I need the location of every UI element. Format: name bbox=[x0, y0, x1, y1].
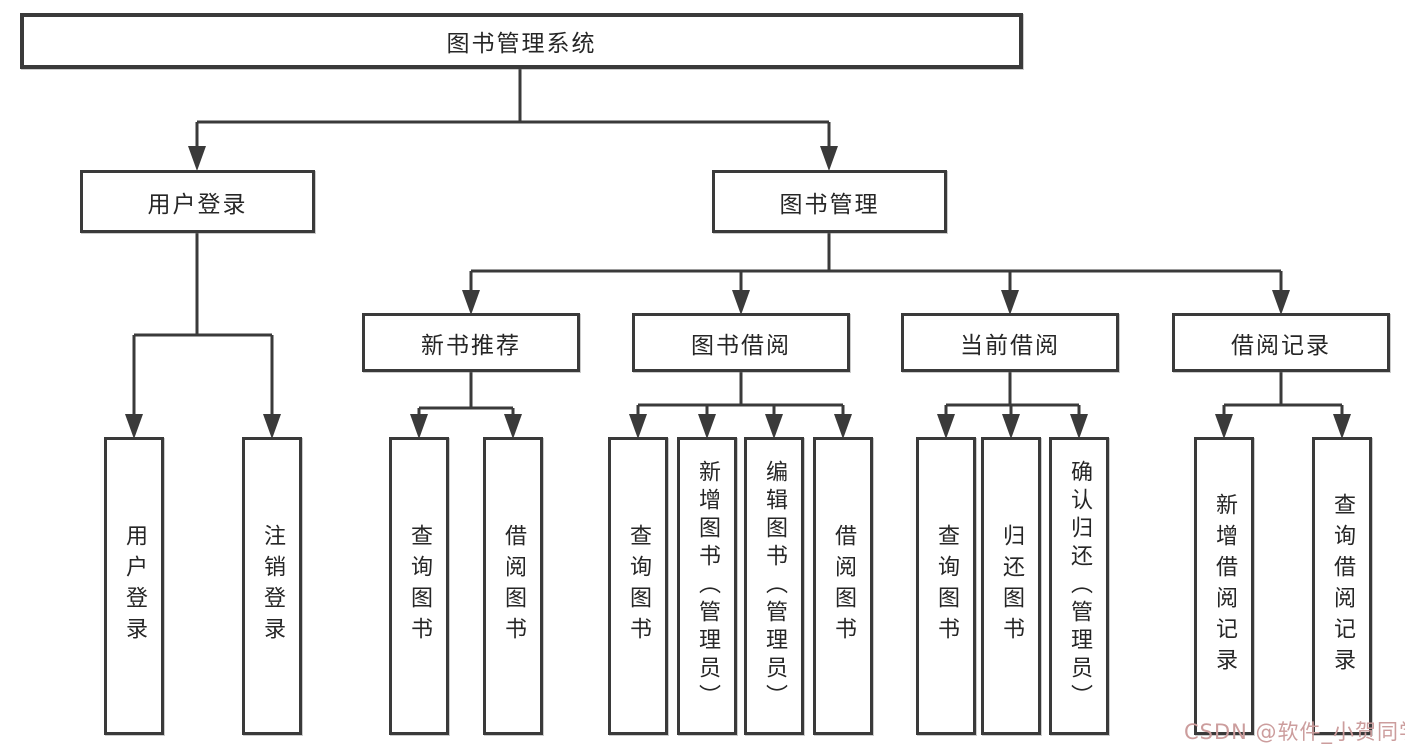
leaf-add-books-admin: 新增图书（管理员） bbox=[677, 437, 737, 735]
node-current-borrow: 当前借阅 bbox=[901, 313, 1119, 372]
leaf-edit-books-admin-label: 编辑图书（管理员） bbox=[762, 460, 787, 712]
leaf-query-books-recommend-label: 查询图书 bbox=[407, 524, 432, 648]
leaf-user-login: 用户登录 bbox=[104, 437, 164, 735]
leaf-return-books: 归还图书 bbox=[981, 437, 1041, 735]
node-root-label: 图书管理系统 bbox=[446, 31, 597, 57]
leaf-confirm-return-admin-label: 确认归还（管理员） bbox=[1067, 460, 1092, 712]
connector-book-borrow-branch bbox=[629, 372, 852, 439]
leaf-borrow-books-label: 借阅图书 bbox=[831, 524, 856, 648]
leaf-logout-login-label: 注销登录 bbox=[260, 524, 285, 648]
leaf-query-books-current: 查询图书 bbox=[916, 437, 976, 735]
node-new-book-recommend-label: 新书推荐 bbox=[421, 332, 521, 359]
leaf-return-books-label: 归还图书 bbox=[999, 524, 1024, 648]
node-book-management-label: 图书管理 bbox=[779, 191, 880, 218]
node-book-borrow-label: 图书借阅 bbox=[691, 332, 791, 359]
leaf-borrow-books-recommend-label: 借阅图书 bbox=[501, 524, 526, 648]
leaf-add-borrow-record: 新增借阅记录 bbox=[1194, 437, 1254, 735]
leaf-logout-login: 注销登录 bbox=[242, 437, 302, 735]
leaf-query-borrow-record-label: 查询借阅记录 bbox=[1330, 493, 1355, 679]
node-borrow-records-label: 借阅记录 bbox=[1231, 332, 1331, 359]
node-root: 图书管理系统 bbox=[20, 13, 1023, 69]
leaf-borrow-books: 借阅图书 bbox=[813, 437, 873, 735]
node-new-book-recommend: 新书推荐 bbox=[362, 313, 580, 372]
leaf-add-books-admin-label: 新增图书（管理员） bbox=[695, 460, 720, 712]
csdn-watermark: CSDN @软件_小贺同学 bbox=[1184, 720, 1405, 744]
leaf-query-books-recommend: 查询图书 bbox=[389, 437, 449, 735]
node-user-login: 用户登录 bbox=[80, 170, 315, 233]
connector-user-login-branch bbox=[125, 233, 281, 439]
node-user-login-label: 用户登录 bbox=[147, 191, 248, 218]
connector-root-to-level2 bbox=[188, 69, 838, 171]
node-borrow-records: 借阅记录 bbox=[1172, 313, 1390, 372]
leaf-edit-books-admin: 编辑图书（管理员） bbox=[744, 437, 804, 735]
leaf-borrow-books-recommend: 借阅图书 bbox=[483, 437, 543, 735]
leaf-query-books-borrow: 查询图书 bbox=[608, 437, 668, 735]
leaf-user-login-label: 用户登录 bbox=[122, 524, 147, 648]
leaf-query-borrow-record: 查询借阅记录 bbox=[1312, 437, 1372, 735]
node-current-borrow-label: 当前借阅 bbox=[960, 332, 1060, 359]
leaf-query-books-current-label: 查询图书 bbox=[934, 524, 959, 648]
connector-book-management-branch bbox=[462, 233, 1290, 315]
connector-new-book-branch bbox=[410, 372, 522, 439]
connector-current-borrow-branch bbox=[937, 372, 1088, 439]
leaf-confirm-return-admin: 确认归还（管理员） bbox=[1049, 437, 1109, 735]
leaf-add-borrow-record-label: 新增借阅记录 bbox=[1212, 493, 1237, 679]
connector-borrow-record-branch bbox=[1215, 372, 1351, 439]
node-book-borrow: 图书借阅 bbox=[632, 313, 850, 372]
node-book-management: 图书管理 bbox=[712, 170, 947, 233]
leaf-query-books-borrow-label: 查询图书 bbox=[626, 524, 651, 648]
